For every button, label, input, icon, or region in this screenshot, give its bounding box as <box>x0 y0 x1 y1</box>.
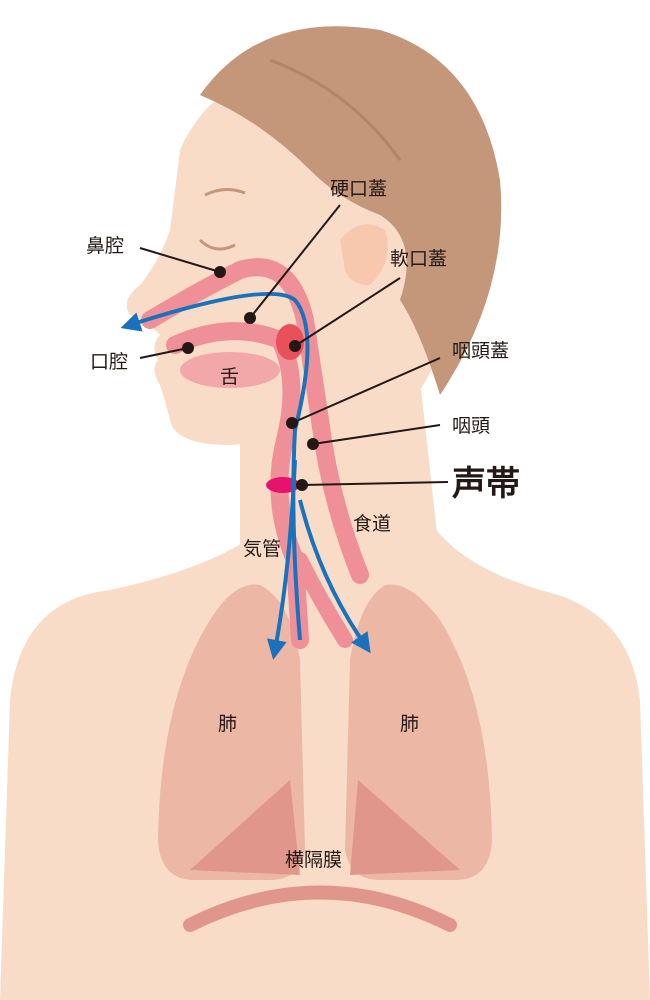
tongue <box>180 352 280 388</box>
label-nasal-cavity: 鼻腔 <box>86 235 124 257</box>
diaphragm <box>183 885 457 932</box>
label-epiglottis: 咽頭蓋 <box>452 340 509 362</box>
label-oral-cavity: 口腔 <box>90 351 128 373</box>
label-hard-palate: 硬口蓋 <box>330 178 387 200</box>
torso <box>0 500 650 1000</box>
label-trachea: 気管 <box>243 538 281 560</box>
label-vocal-cords: 声帯 <box>452 464 520 504</box>
hair <box>200 26 502 395</box>
label-lung-left: 肺 <box>218 713 237 735</box>
label-esophagus: 食道 <box>353 513 391 535</box>
ear <box>340 224 388 285</box>
eye <box>198 238 236 251</box>
label-tongue: 舌 <box>220 366 239 388</box>
airway <box>141 258 369 649</box>
label-pharynx: 咽頭 <box>452 415 490 437</box>
airflow-arrows <box>120 291 371 660</box>
label-soft-palate: 軟口蓋 <box>390 248 447 270</box>
label-lung-right: 肺 <box>400 713 419 735</box>
leader-lines <box>139 204 449 491</box>
label-diaphragm: 横隔膜 <box>285 849 342 871</box>
